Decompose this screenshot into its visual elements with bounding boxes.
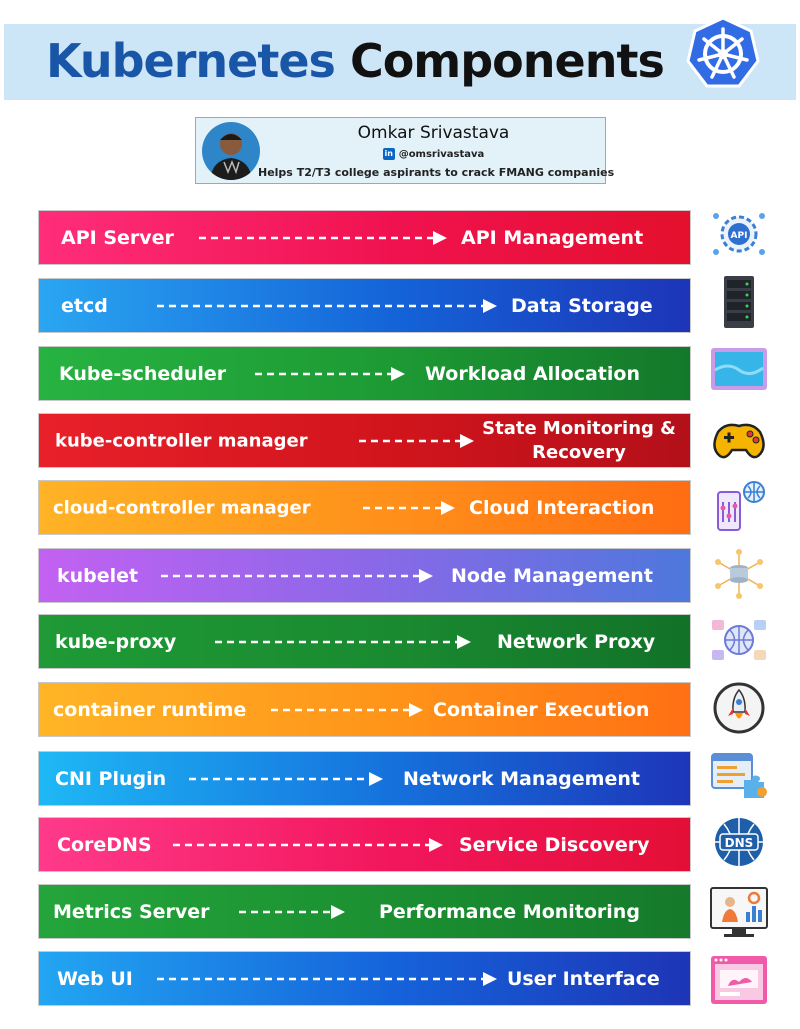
component-description: Data Storage	[511, 294, 653, 317]
arrow-icon	[189, 771, 383, 786]
game-controller-icon	[713, 423, 765, 459]
component-row-coredns: CoreDNS Service Discovery	[38, 817, 691, 872]
component-description: Container Execution	[433, 698, 650, 721]
component-label: Metrics Server	[53, 900, 210, 923]
component-label: cloud-controller manager	[53, 497, 311, 518]
author-avatar	[202, 122, 260, 180]
component-row-etcd: etcd Data Storage	[38, 278, 691, 333]
author-handle[interactable]: in@omsrivastava	[266, 148, 601, 160]
component-label: container runtime	[53, 698, 247, 721]
arrow-icon	[157, 971, 497, 986]
arrow-icon	[161, 568, 433, 583]
arrow-icon	[271, 702, 423, 717]
arrow-icon	[199, 230, 447, 245]
component-description: State Monitoring & Recovery	[479, 417, 679, 465]
component-row-kube-controller-manager: kube-controller manager State Monitoring…	[38, 413, 691, 468]
author-card: Omkar Srivastava in@omsrivastava Helps T…	[195, 117, 615, 184]
component-row-web-ui: Web UI User Interface	[38, 951, 691, 1006]
component-label: CoreDNS	[57, 833, 152, 856]
svg-text:API: API	[731, 231, 748, 241]
arrow-icon	[239, 904, 345, 919]
title-kubernetes: Kubernetes	[46, 34, 336, 88]
svg-text:DNS: DNS	[725, 836, 754, 850]
linkedin-icon: in	[382, 148, 395, 160]
component-row-container-runtime: container runtime Container Execution	[38, 682, 691, 737]
component-label: Kube-scheduler	[59, 362, 227, 385]
arrow-icon	[359, 433, 474, 448]
dns-globe-icon: DNS	[715, 818, 763, 866]
component-description: Service Discovery	[459, 833, 650, 856]
rocket-icon	[713, 682, 765, 734]
component-row-kube-proxy: kube-proxy Network Proxy	[38, 614, 691, 669]
component-row-kubelet: kubelet Node Management	[38, 548, 691, 603]
component-description: Workload Allocation	[425, 362, 640, 385]
web-page-icon	[711, 956, 767, 1004]
component-description: API Management	[461, 226, 644, 249]
component-description: Cloud Interaction	[469, 496, 655, 519]
component-row-cni-plugin: CNI Plugin Network Management	[38, 751, 691, 806]
component-row-api-server: API Server API Management	[38, 210, 691, 265]
cloud-device-icon	[717, 481, 765, 531]
server-rack-icon	[724, 276, 754, 328]
author-name: Omkar Srivastava	[357, 123, 510, 143]
component-label: CNI Plugin	[55, 767, 167, 790]
component-description: User Interface	[507, 967, 660, 990]
component-description: Node Management	[451, 564, 653, 587]
component-label: kube-controller manager	[55, 430, 308, 451]
node-network-icon	[715, 549, 763, 599]
component-description: Performance Monitoring	[379, 900, 640, 923]
title-banner	[4, 24, 796, 100]
monitor-screen-icon	[711, 348, 767, 390]
title-components: Components	[349, 34, 665, 88]
arrow-icon	[215, 634, 471, 649]
author-tagline: Helps T2/T3 college aspirants to crack F…	[258, 166, 615, 179]
plugin-puzzle-icon	[711, 753, 767, 798]
network-globe-icon	[712, 620, 766, 660]
author-handle-text: @omsrivastava	[398, 149, 485, 160]
component-row-kube-scheduler: Kube-scheduler Workload Allocation	[38, 346, 691, 401]
arrow-icon	[255, 366, 405, 381]
component-row-metrics-server: Metrics Server Performance Monitoring	[38, 884, 691, 939]
description-line-2: Recovery	[532, 441, 626, 463]
component-label: kube-proxy	[55, 630, 177, 653]
kubernetes-logo-icon	[686, 16, 760, 88]
arrow-icon	[363, 500, 455, 515]
component-row-cloud-controller-manager: cloud-controller manager Cloud Interacti…	[38, 480, 691, 535]
arrow-icon	[173, 837, 443, 852]
page-title: Kubernetes Components	[46, 34, 665, 88]
component-label: Web UI	[57, 967, 133, 990]
component-description: Network Proxy	[497, 630, 656, 653]
component-label: API Server	[61, 226, 174, 249]
component-description: Network Management	[403, 767, 640, 790]
component-label: kubelet	[57, 564, 139, 587]
description-line-1: State Monitoring &	[482, 417, 676, 439]
arrow-icon	[157, 298, 497, 313]
component-label: etcd	[61, 294, 108, 317]
api-gear-icon: API	[713, 213, 765, 255]
analytics-person-icon	[710, 887, 768, 937]
